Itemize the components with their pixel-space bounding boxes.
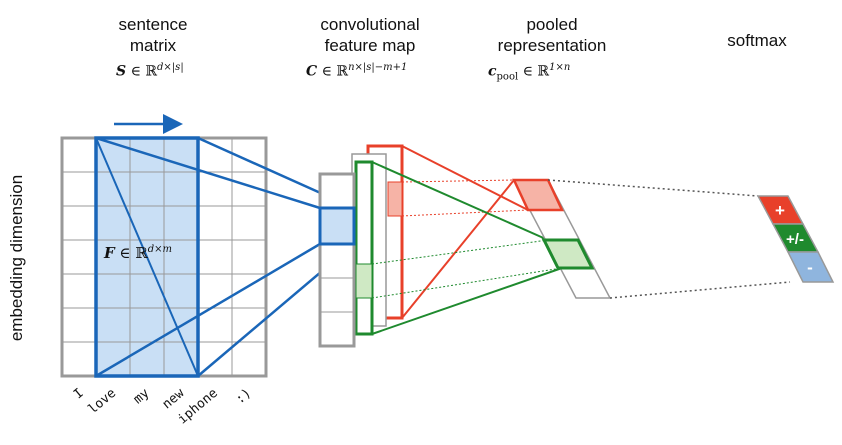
softmax-neutral-label: +/- [786, 231, 804, 248]
softmax-negative [786, 251, 835, 283]
softmax-title-text: softmax [727, 31, 787, 50]
red-pooling-lines [401, 145, 529, 319]
feature-map-front [318, 172, 356, 348]
formula-F-sup: d×m [147, 244, 173, 255]
formula-cpool-sub: pool [496, 71, 519, 83]
feature-map-title: convolutional feature map [300, 14, 440, 56]
formula-C-symbol: C [306, 63, 318, 80]
softmax-positive-label: + [775, 201, 785, 220]
sentence-matrix-title-line1: sentence [118, 15, 188, 34]
feature-map-green [354, 160, 374, 336]
formula-C-sup: n×|s|−m+1 [348, 62, 408, 73]
softmax-output: + +/- - [756, 195, 835, 283]
formula-cpool-sup: 1×n [549, 62, 571, 73]
formula-F-symbol: F [104, 244, 115, 262]
sentence-matrix-title: sentence matrix [98, 14, 208, 56]
filter-region [94, 114, 200, 378]
softmax-negative-label: - [807, 258, 813, 277]
formula-S-sup: d×|s| [157, 62, 184, 73]
softmax-title: softmax [712, 30, 802, 51]
pooled-title: pooled representation [482, 14, 622, 56]
formula-S-symbol: S [116, 63, 127, 80]
formula-S-rest: ∈ ℝ [126, 63, 158, 80]
sentence-matrix-title-line2: matrix [129, 36, 177, 55]
pooled-title-line2: representation [497, 36, 607, 55]
formula-cpool-symbol: c [488, 63, 497, 80]
green-pooling-lines [371, 161, 563, 335]
filter-formula: F ∈ ℝd×m [104, 244, 172, 262]
pooled-vector [512, 178, 612, 299]
feature-map-title-line1: convolutional [320, 15, 420, 34]
feature-map-formula: C ∈ ℝn×|s|−m+1 [306, 62, 407, 80]
feature-map-title-line2: feature map [324, 36, 416, 55]
pooled-formula: cpool ∈ ℝ1×n [488, 62, 570, 82]
pooled-title-line1: pooled [526, 15, 578, 34]
softmax-connections [547, 179, 791, 299]
formula-cpool-rest: ∈ ℝ [518, 63, 550, 80]
sentence-matrix-formula: S ∈ ℝd×|s| [116, 62, 184, 80]
formula-C-rest: ∈ ℝ [317, 63, 349, 80]
formula-F-rest: ∈ ℝ [114, 244, 148, 262]
